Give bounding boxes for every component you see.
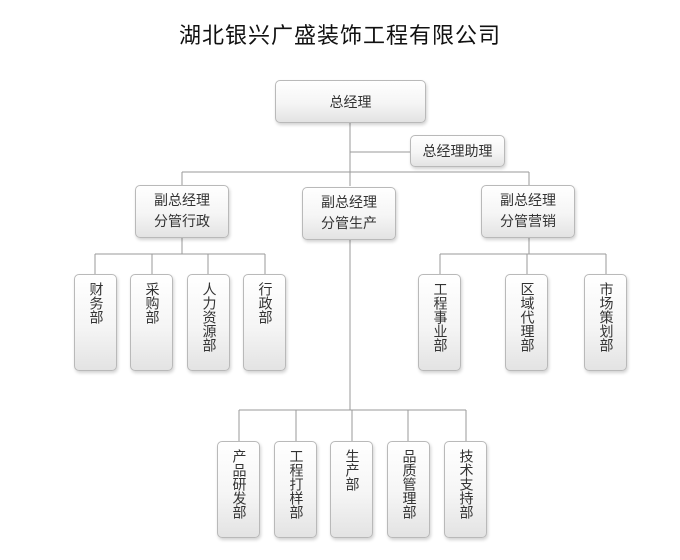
dept-regional-agency-label: 区域代理部 bbox=[518, 282, 535, 352]
vp-sales-box: 副总经理 分管营销 bbox=[481, 185, 575, 238]
vp-admin-box: 副总经理 分管行政 bbox=[135, 185, 229, 238]
dept-sampling: 工程打样部 bbox=[274, 441, 317, 538]
dept-quality-label: 品质管理部 bbox=[400, 449, 417, 519]
ceo-box: 总经理 bbox=[275, 80, 426, 123]
dept-administration-label: 行政部 bbox=[256, 282, 273, 324]
vp-admin-scope: 分管行政 bbox=[154, 213, 210, 230]
dept-finance-label: 财务部 bbox=[87, 282, 104, 324]
dept-tech-support-label: 技术支持部 bbox=[457, 449, 474, 519]
dept-production-label: 生产部 bbox=[343, 449, 360, 491]
vp-admin-title: 副总经理 bbox=[154, 192, 210, 209]
dept-engineering-business-label: 工程事业部 bbox=[431, 282, 448, 352]
dept-hr-label: 人力资源部 bbox=[200, 282, 217, 352]
assistant-label: 总经理助理 bbox=[422, 144, 493, 160]
vp-sales-title: 副总经理 bbox=[500, 192, 556, 209]
dept-purchasing: 采购部 bbox=[130, 274, 173, 371]
ceo-label: 总经理 bbox=[329, 94, 372, 111]
vp-production-scope: 分管生产 bbox=[321, 215, 377, 232]
dept-regional-agency: 区域代理部 bbox=[505, 274, 548, 371]
dept-hr: 人力资源部 bbox=[187, 274, 230, 371]
dept-tech-support: 技术支持部 bbox=[444, 441, 487, 538]
dept-administration: 行政部 bbox=[243, 274, 286, 371]
dept-engineering-business: 工程事业部 bbox=[418, 274, 461, 371]
dept-sampling-label: 工程打样部 bbox=[287, 449, 304, 519]
dept-finance: 财务部 bbox=[74, 274, 117, 371]
company-title: 湖北银兴广盛装饰工程有限公司 bbox=[178, 24, 501, 49]
dept-marketing: 市场策划部 bbox=[584, 274, 627, 371]
dept-purchasing-label: 采购部 bbox=[143, 282, 160, 324]
dept-rnd-label: 产品研发部 bbox=[230, 449, 247, 519]
vp-production-title: 副总经理 bbox=[321, 194, 377, 211]
vp-sales-scope: 分管营销 bbox=[500, 213, 556, 230]
dept-quality: 品质管理部 bbox=[387, 441, 430, 538]
vp-production-box: 副总经理 分管生产 bbox=[302, 187, 396, 240]
assistant-box: 总经理助理 bbox=[410, 135, 505, 167]
dept-rnd: 产品研发部 bbox=[217, 441, 260, 538]
dept-production: 生产部 bbox=[330, 441, 373, 538]
dept-marketing-label: 市场策划部 bbox=[597, 282, 614, 352]
